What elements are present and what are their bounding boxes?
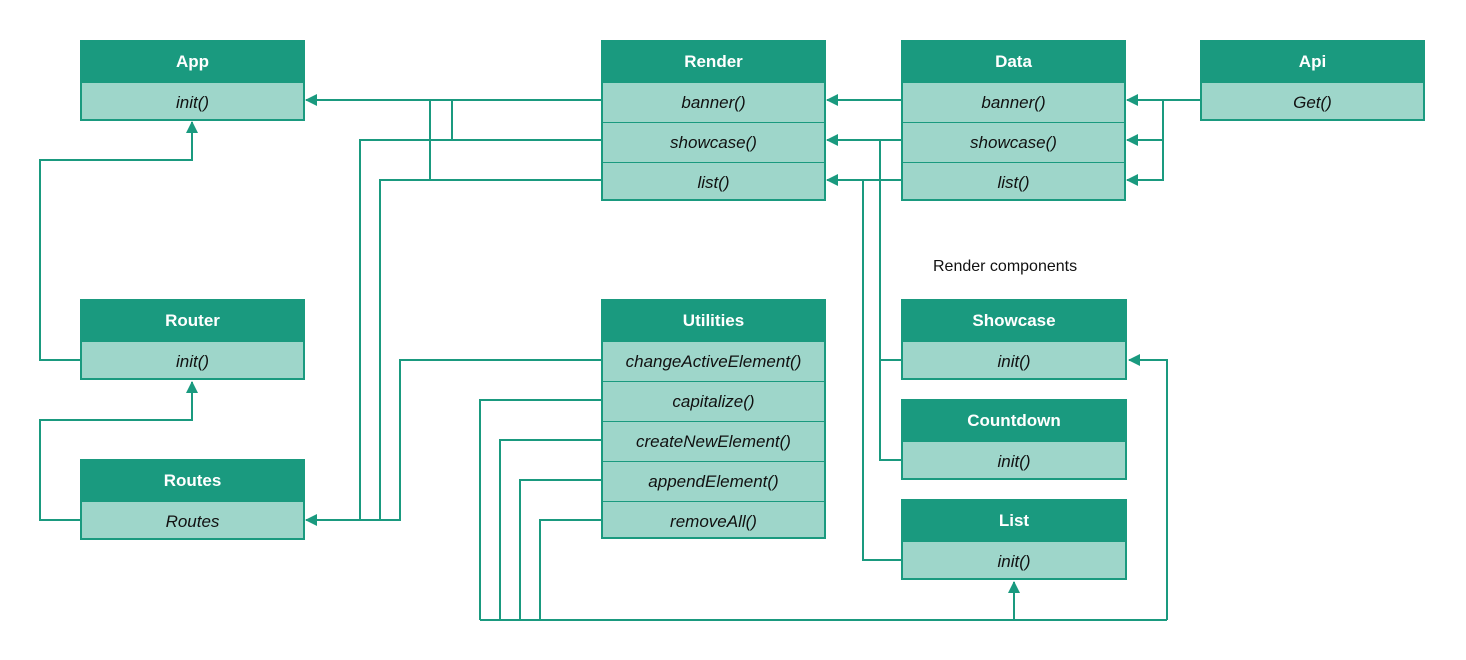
box-app-method: init()	[82, 82, 303, 122]
edge-bus-showcase	[1128, 354, 1168, 620]
box-showcase: Showcase init()	[901, 299, 1127, 380]
box-utilities-method-append: appendElement()	[603, 461, 824, 501]
box-render-method-list: list()	[603, 162, 824, 202]
box-countdown-method: init()	[903, 441, 1125, 481]
edge-render-showcase-app	[451, 100, 601, 141]
box-data-method-list: list()	[903, 162, 1124, 202]
box-app-title: App	[82, 42, 303, 82]
box-utilities-title: Utilities	[603, 301, 824, 341]
box-list-title: List	[903, 501, 1125, 541]
edge-api-data-list	[1126, 140, 1164, 186]
edge-api-data-showcase	[1126, 100, 1164, 146]
box-render-method-banner: banner()	[603, 82, 824, 122]
box-data-method-showcase: showcase()	[903, 122, 1124, 162]
box-routes-title: Routes	[82, 461, 303, 501]
edge-render-list-routes	[379, 179, 601, 520]
box-api-method: Get()	[1202, 82, 1423, 122]
box-router-title: Router	[82, 301, 303, 341]
edge-render-showcase-routes	[305, 139, 601, 526]
box-app: App init()	[80, 40, 305, 121]
edge-utilities-routes	[360, 359, 601, 521]
edge-routes-router	[39, 381, 198, 521]
edge-list-render	[862, 180, 901, 561]
box-countdown-title: Countdown	[903, 401, 1125, 441]
render-components-caption: Render components	[933, 258, 1078, 275]
box-list: List init()	[901, 499, 1127, 580]
box-render: Render banner() showcase() list()	[601, 40, 826, 201]
box-showcase-method: init()	[903, 341, 1125, 381]
box-data-method-banner: banner()	[903, 82, 1124, 122]
edge-utilities-append	[519, 479, 601, 620]
edge-utilities-create	[499, 439, 601, 620]
box-router-method: init()	[82, 341, 303, 381]
edge-countdown-render	[879, 180, 901, 461]
box-utilities-method-capitalize: capitalize()	[603, 381, 824, 421]
edge-utilities-remove	[539, 519, 601, 620]
box-routes-field: Routes	[82, 501, 303, 541]
box-utilities-method-remove: removeAll()	[603, 501, 824, 541]
box-api-title: Api	[1202, 42, 1423, 82]
box-countdown: Countdown init()	[901, 399, 1127, 480]
edge-utilities-capitalize	[479, 399, 601, 620]
edge-showcase-render	[879, 140, 901, 361]
box-utilities: Utilities changeActiveElement() capitali…	[601, 299, 826, 539]
box-utilities-method-create: createNewElement()	[603, 421, 824, 461]
box-data: Data banner() showcase() list()	[901, 40, 1126, 201]
box-api: Api Get()	[1200, 40, 1425, 121]
box-render-title: Render	[603, 42, 824, 82]
box-router: Router init()	[80, 299, 305, 380]
edge-router-app	[39, 121, 198, 361]
box-routes: Routes Routes	[80, 459, 305, 540]
box-utilities-method-change-active: changeActiveElement()	[603, 341, 824, 381]
box-render-method-showcase: showcase()	[603, 122, 824, 162]
box-list-method: init()	[903, 541, 1125, 581]
box-showcase-title: Showcase	[903, 301, 1125, 341]
box-data-title: Data	[903, 42, 1124, 82]
